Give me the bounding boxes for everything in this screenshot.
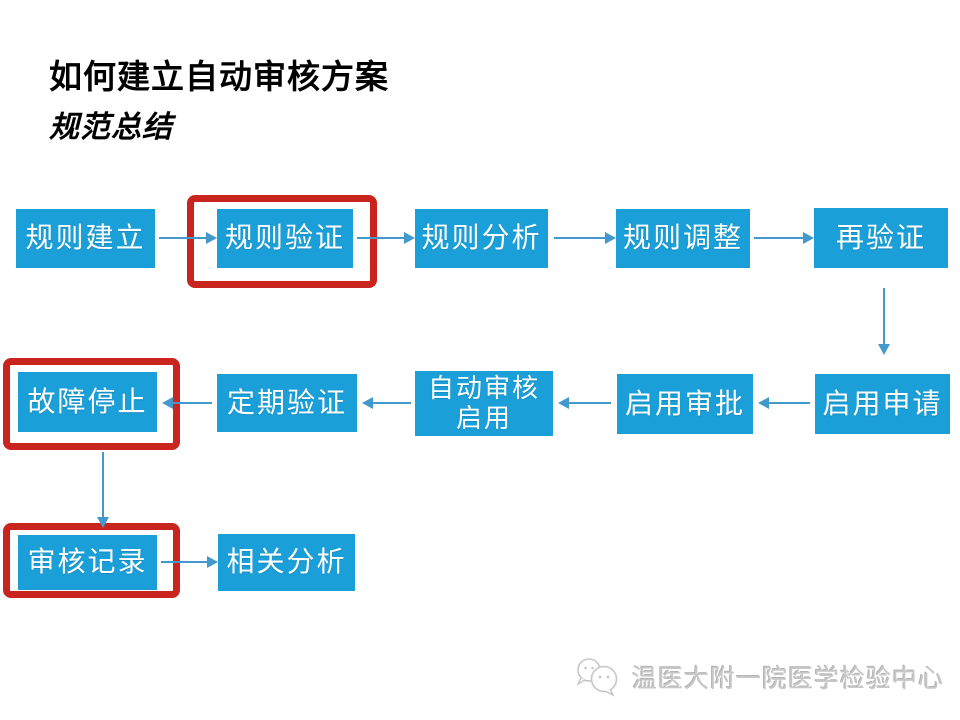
flow-node-reverify: 再验证 (814, 208, 948, 268)
flow-node-enable-approval: 启用审批 (617, 374, 753, 434)
flow-node-rule-establish: 规则建立 (16, 209, 155, 268)
node-label: 规则调整 (622, 222, 743, 254)
node-label: 再验证 (835, 221, 926, 253)
flow-node-audit-record: 审核记录 (18, 535, 157, 590)
flow-node-enable-apply: 启用申请 (815, 374, 950, 434)
node-label: 启用申请 (822, 387, 943, 419)
flow-node-periodic-verify: 定期验证 (217, 374, 357, 432)
node-label: 规则分析 (421, 222, 542, 254)
page-subtitle: 规范总结 (49, 111, 173, 144)
chat-bubbles-icon (576, 658, 618, 697)
arrow-down-icon (878, 288, 890, 355)
node-label: 审核记录 (27, 546, 148, 578)
flow-node-auto-audit-enable: 自动审核 启用 (415, 371, 553, 436)
arrow-right-icon (754, 232, 814, 244)
highlight-box-audit-record (3, 523, 180, 598)
node-label: 故障停止 (27, 385, 148, 417)
arrow-down-icon (97, 452, 109, 528)
flow-node-rule-verify: 规则验证 (217, 209, 353, 268)
highlight-box-rule-verify (187, 195, 377, 288)
footer-watermark-text: 温医大附一院医学检验中心 (631, 665, 944, 693)
node-label: 相关分析 (226, 546, 347, 578)
arrow-right-icon (161, 556, 218, 568)
highlight-box-fault-stop (3, 358, 180, 450)
node-label: 自动审核 启用 (427, 372, 540, 433)
flow-node-related-analysis: 相关分析 (218, 534, 355, 591)
node-label: 规则建立 (25, 222, 146, 254)
node-label: 启用审批 (624, 387, 745, 419)
flow-node-rule-analyze: 规则分析 (415, 209, 548, 268)
arrow-left-icon (558, 397, 611, 409)
arrow-left-icon (758, 397, 810, 409)
flow-node-rule-adjust: 规则调整 (616, 209, 750, 268)
arrow-right-icon (159, 232, 217, 244)
flow-node-fault-stop: 故障停止 (18, 372, 157, 432)
arrow-left-icon (362, 397, 411, 409)
page-title: 如何建立自动审核方案 (49, 60, 389, 96)
node-label: 规则验证 (224, 222, 345, 254)
footer: 温医大附一院医学检验中心 (572, 656, 944, 698)
arrow-right-icon (554, 232, 616, 244)
node-label: 定期验证 (226, 386, 347, 418)
arrow-left-icon (162, 397, 212, 409)
arrow-right-icon (357, 232, 415, 244)
